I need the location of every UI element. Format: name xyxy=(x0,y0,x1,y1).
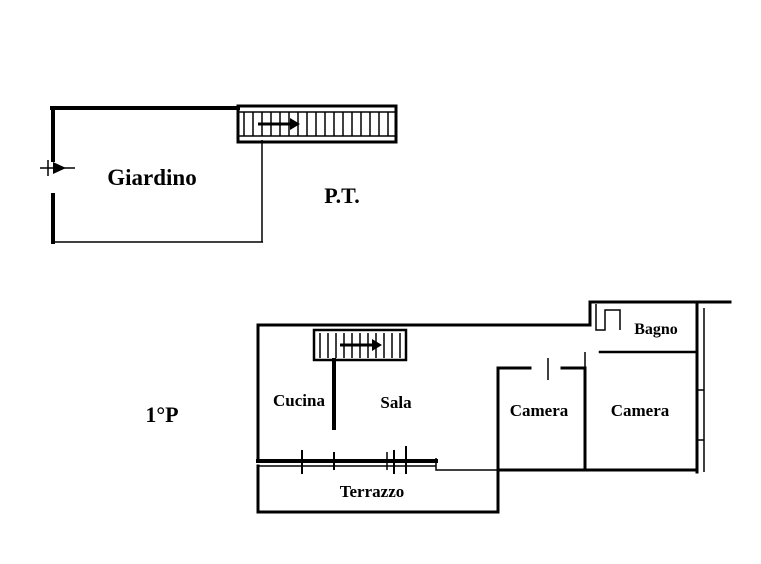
terrace-outline xyxy=(256,464,500,514)
garden-walls xyxy=(50,106,263,244)
garden-gate-icon xyxy=(40,160,75,176)
room-label-bedroom-2: Camera xyxy=(611,401,670,420)
floor-label-ground: P.T. xyxy=(324,183,359,208)
interior-walls xyxy=(256,350,699,474)
room-label-garden: Giardino xyxy=(107,165,196,190)
outer-walls xyxy=(256,300,732,474)
floor-label-first: 1°P xyxy=(145,402,178,427)
room-label-bedroom-1: Camera xyxy=(510,401,569,420)
first-floor-plan: 1°P Cucina Sala Camera Camera Bagno Terr… xyxy=(145,300,732,514)
internal-staircase xyxy=(312,328,408,362)
room-label-living: Sala xyxy=(380,393,412,412)
room-label-terrace: Terrazzo xyxy=(340,482,405,501)
room-label-bathroom: Bagno xyxy=(634,321,678,338)
room-label-kitchen: Cucina xyxy=(273,391,325,410)
external-staircase xyxy=(236,104,398,144)
ground-floor-plan: Giardino P.T. xyxy=(40,104,398,244)
